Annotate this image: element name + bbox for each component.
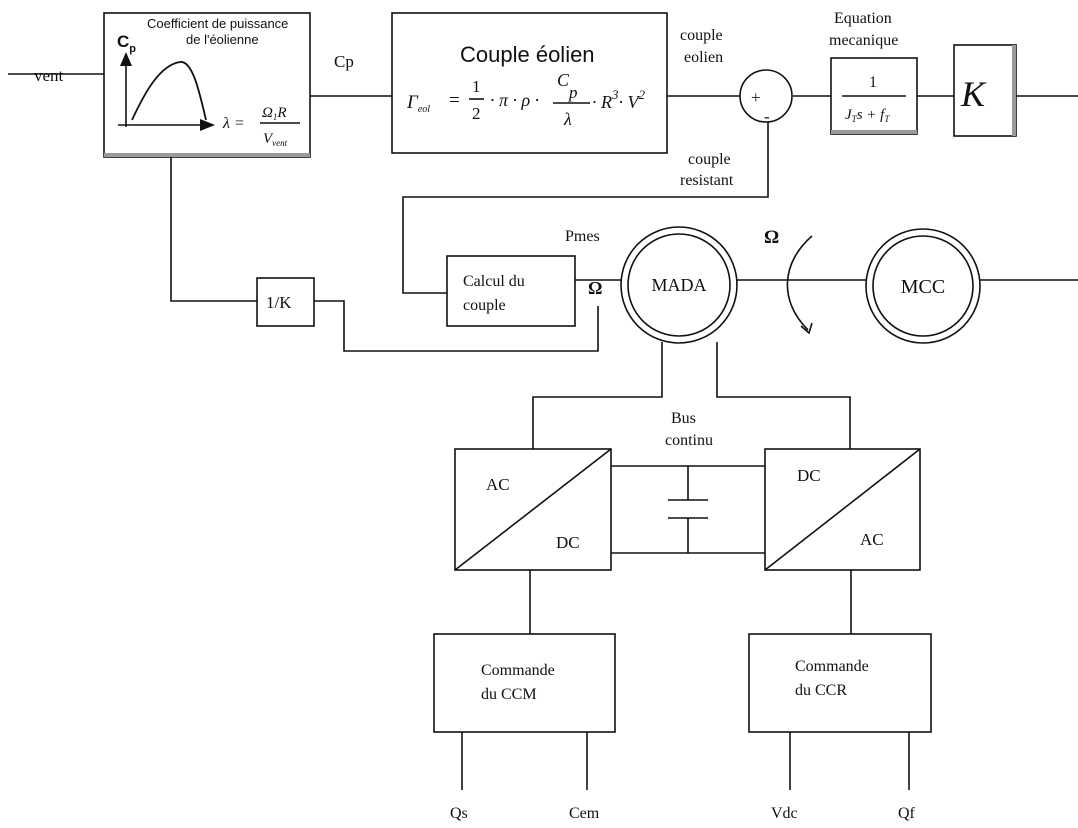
gamma-symbol: Γeol (406, 92, 430, 115)
converter-right-top: DC (797, 466, 821, 485)
converter-dc-ac: DC AC (764, 448, 921, 571)
mada-machine: MADA (620, 226, 738, 344)
cp-coefficient-block: Coefficient de puissance de l'éolienne C… (103, 12, 311, 158)
couple-resistant-label: couple (688, 151, 731, 168)
converter-left-bottom: DC (556, 533, 580, 552)
calcul-couple-block: Calcul du couple (446, 255, 576, 327)
mechanical-transfer-block: 1 JTs + fT (830, 57, 918, 135)
calcul-couple-line1: Calcul du (463, 273, 525, 290)
inverse-gain-block: 1/K (256, 277, 315, 327)
lambda-fraction-denominator: λ (563, 109, 572, 129)
transfer-numerator: 1 (869, 74, 877, 91)
lambda-numerator: Ω1R (262, 105, 287, 122)
equals-sign: = (449, 90, 460, 111)
lambda-denominator: Vvent (263, 131, 288, 148)
omega-feedback-label: Ω (588, 278, 602, 298)
cp-fraction-numerator: Cp (557, 70, 578, 102)
cp-label: Cp (334, 52, 354, 71)
converter-left-top: AC (486, 475, 510, 494)
converter-ac-dc: AC DC (454, 448, 612, 571)
y-axis-arrow-icon (120, 52, 132, 66)
qs-output-label: Qs (450, 805, 468, 822)
commande-ccr-line1: Commande (795, 658, 869, 675)
transfer-denominator: JTs + fT (845, 107, 890, 124)
vdc-output-label: Vdc (771, 805, 798, 822)
couple-eolien-label: couple (680, 27, 723, 44)
plus-sign: + (751, 88, 761, 107)
half-denominator: 2 (472, 104, 481, 123)
commande-ccr-line2: du CCR (795, 682, 847, 699)
minus-sign: - (764, 107, 770, 126)
gain-k-label: K (960, 74, 987, 114)
couple-eolien-label-2: eolien (684, 49, 723, 66)
mada-label: MADA (651, 275, 706, 295)
cp-block-title-2: de l'éolienne (186, 32, 259, 47)
mcc-machine: MCC (865, 228, 981, 344)
qf-output-label: Qf (898, 805, 916, 822)
omega-speed-label: Ω (764, 227, 779, 248)
cp-block-title: Coefficient de puissance (147, 16, 288, 31)
vent-label: vent (34, 66, 64, 85)
lambda-symbol: λ = (222, 115, 245, 132)
equation-mecanique-label: Equation (834, 10, 892, 27)
mcc-label: MCC (901, 276, 945, 298)
connection-wires (8, 73, 1078, 790)
equation-mecanique-label-2: mecanique (829, 32, 898, 49)
free-labels: vent Cp couple eolien Equation mecanique… (34, 10, 916, 822)
half-numerator: 1 (472, 77, 481, 96)
rotation-arrow-icon (786, 235, 813, 331)
couple-resistant-label-2: resistant (680, 172, 734, 189)
pmes-label: Pmes (565, 228, 600, 245)
bus-continu-label: Bus (671, 410, 696, 427)
commande-ccm-line2: du CCM (481, 686, 537, 703)
r-v-term: · R3· V2 (592, 87, 646, 112)
gain-k-block: K (953, 44, 1017, 137)
inverse-gain-label: 1/K (266, 293, 292, 312)
commande-ccr-block: Commande du CCR (748, 633, 932, 733)
cem-output-label: Cem (569, 805, 600, 822)
commande-ccm-block: Commande du CCM (433, 633, 616, 733)
cp-curve (131, 61, 207, 121)
commande-ccm-line1: Commande (481, 662, 555, 679)
pi-rho-term: · π · ρ · (490, 90, 539, 110)
couple-eolien-block: Couple éolien Γeol = 1 2 · π · ρ · Cp λ … (391, 12, 668, 154)
converter-right-bottom: AC (860, 530, 884, 549)
couple-eolien-title: Couple éolien (460, 42, 595, 67)
summing-junction: + - (739, 69, 793, 126)
bus-continu-label-2: continu (665, 432, 713, 449)
cp-axis-label: Cp (117, 32, 136, 55)
x-axis-arrow-icon (200, 119, 215, 131)
calcul-couple-line2: couple (463, 297, 506, 314)
